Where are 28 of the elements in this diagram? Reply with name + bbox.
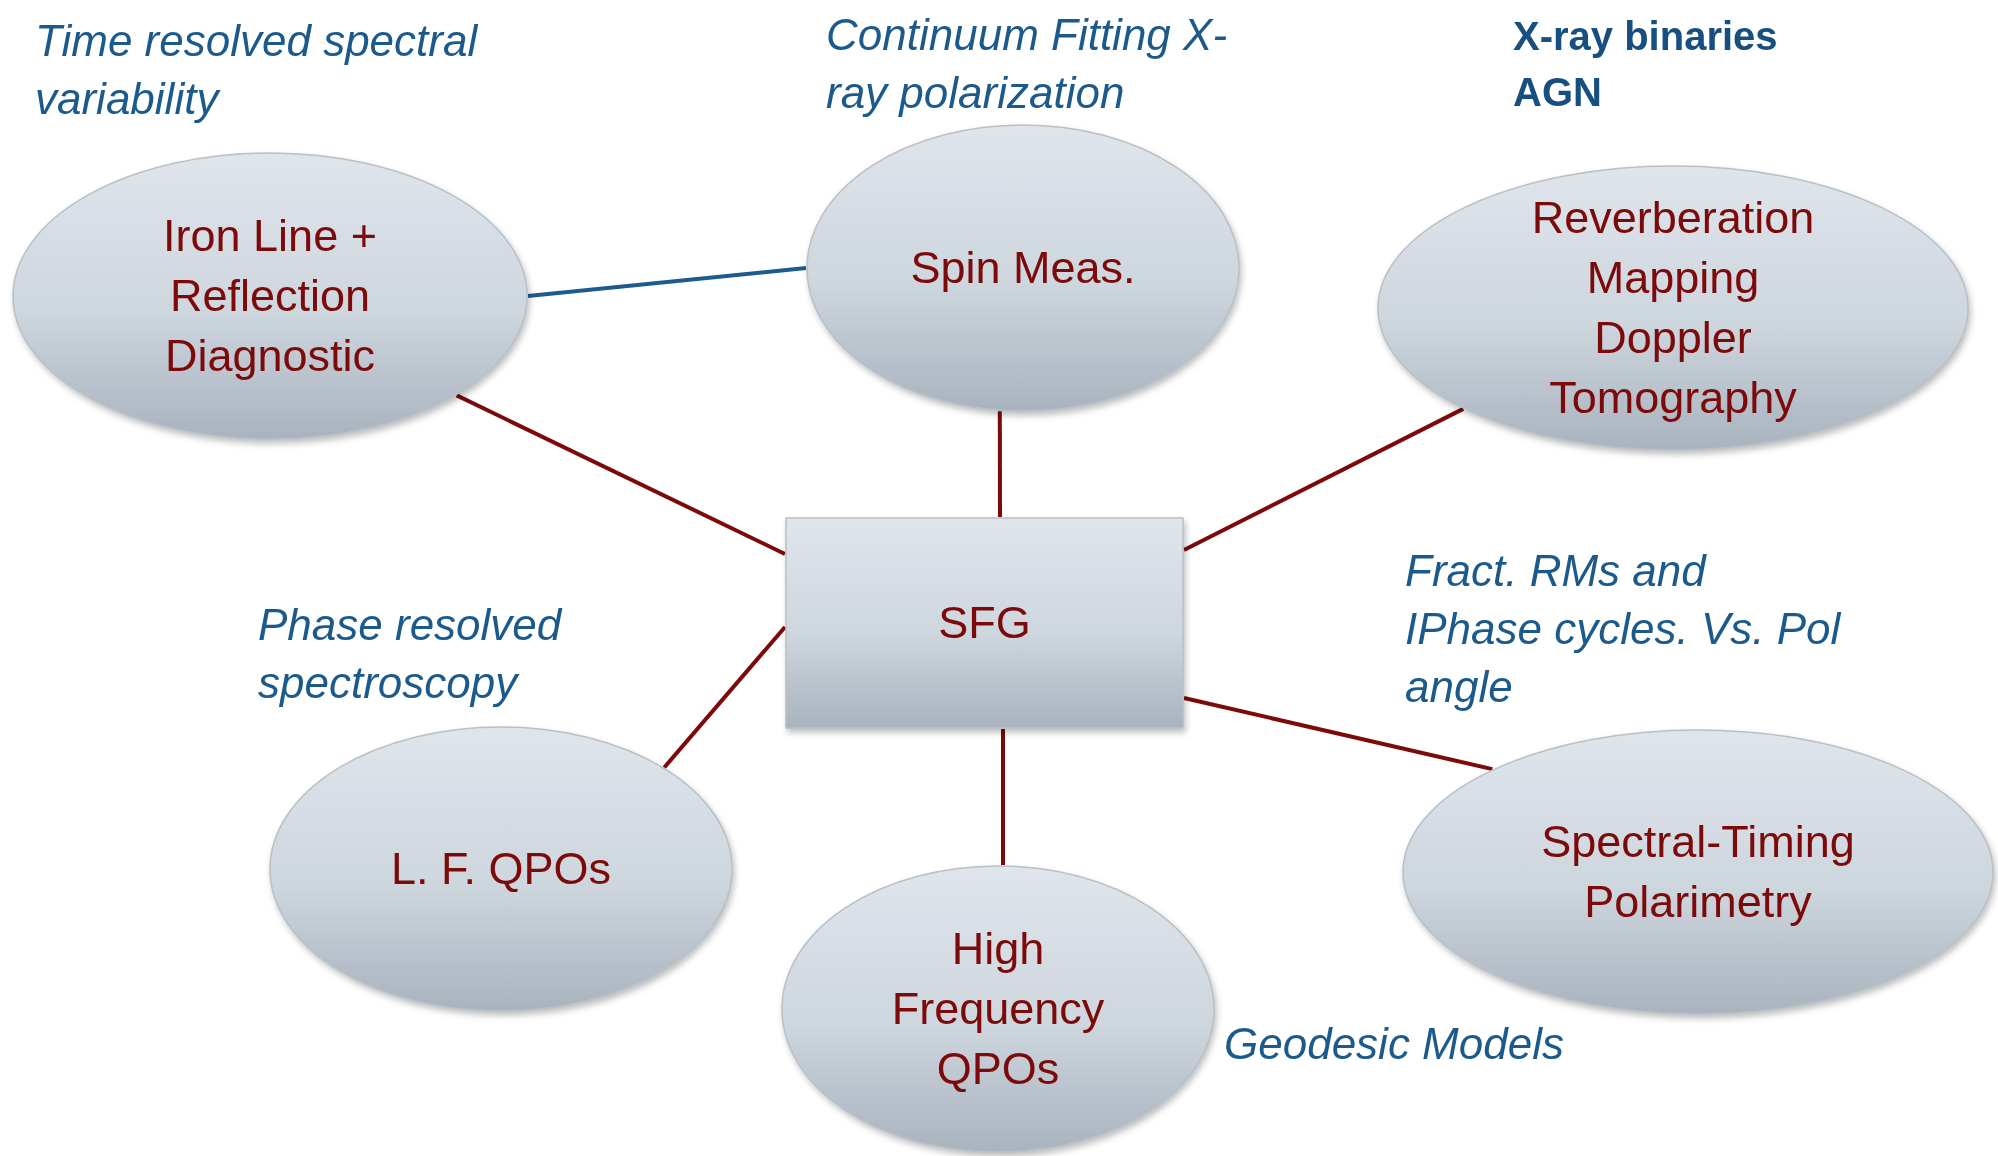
node-label: High Frequency QPOs xyxy=(890,922,1106,1096)
connector-line xyxy=(1183,407,1465,552)
topic-ellipse xyxy=(12,152,528,440)
annotation-text: Phase resolved spectroscopy xyxy=(258,599,564,709)
category-label: AGN xyxy=(1513,69,1602,116)
annotation-text: Time resolved spectral variability xyxy=(35,15,480,125)
annotation-text: Fract. RMs and IPhase cycles. Vs. Pol angle xyxy=(1405,545,1843,713)
topic-ellipse xyxy=(1377,165,1969,451)
center-box xyxy=(785,517,1184,729)
connector-line xyxy=(997,411,1002,517)
connector-line xyxy=(527,266,807,298)
connector-line xyxy=(662,625,787,769)
node-label: Spin Meas. xyxy=(909,241,1137,295)
topic-ellipse xyxy=(1402,729,1994,1015)
topic-ellipse xyxy=(269,726,733,1012)
node-label: Reverberation Mapping Doppler Tomography xyxy=(1530,191,1816,425)
connector-line xyxy=(1183,696,1493,772)
node-label: L. F. QPOs xyxy=(389,842,613,896)
topic-ellipse xyxy=(781,865,1215,1153)
annotation-text: Continuum Fitting X-ray polarization xyxy=(826,9,1229,119)
connector-line xyxy=(1001,729,1006,866)
node-label: SFG xyxy=(937,596,1032,650)
node-label: Iron Line + Reflection Diagnostic xyxy=(162,209,378,383)
node-label: Spectral-Timing Polarimetry xyxy=(1540,815,1856,929)
category-label: X-ray binaries xyxy=(1513,13,1778,60)
topic-ellipse xyxy=(806,124,1240,412)
annotation-text: Geodesic Models xyxy=(1224,1018,1565,1070)
connector-line xyxy=(455,393,786,556)
